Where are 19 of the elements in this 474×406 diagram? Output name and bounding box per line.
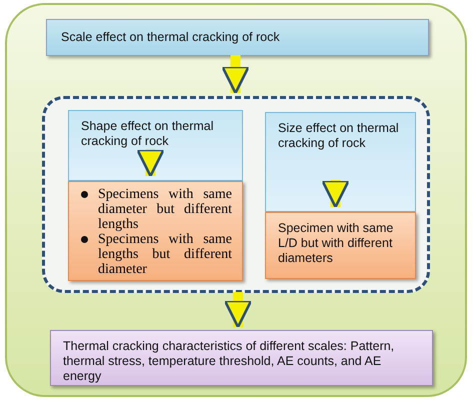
list-item: Specimens with same diameter but different lengths xyxy=(98,187,232,232)
block-arrow xyxy=(321,180,350,208)
process-box xyxy=(68,110,243,181)
box-text: Specimen with same L/D but with different diameters xyxy=(278,221,394,266)
detail-box xyxy=(68,181,243,281)
block-arrow xyxy=(221,55,250,94)
box-text: Scale effect on thermal cracking of rock xyxy=(61,30,281,45)
dashed-group xyxy=(42,96,430,293)
detail-box xyxy=(265,212,416,279)
box-heading: Size effect on thermal cracking of rock xyxy=(278,121,400,151)
box-text: Thermal cracking characteristics of different scales: Pattern, thermal stress, temperature threshold, AE counts, and AE energy xyxy=(63,339,396,384)
process-box xyxy=(265,112,416,212)
block-arrow xyxy=(136,148,165,178)
result-box xyxy=(50,330,433,386)
list-item: Specimens with same lengths but different diameter xyxy=(98,232,232,277)
outer-panel xyxy=(5,3,467,397)
box-heading: Shape effect on thermal cracking of rock xyxy=(81,119,214,149)
block-arrow xyxy=(224,292,252,328)
title-box xyxy=(46,19,429,56)
